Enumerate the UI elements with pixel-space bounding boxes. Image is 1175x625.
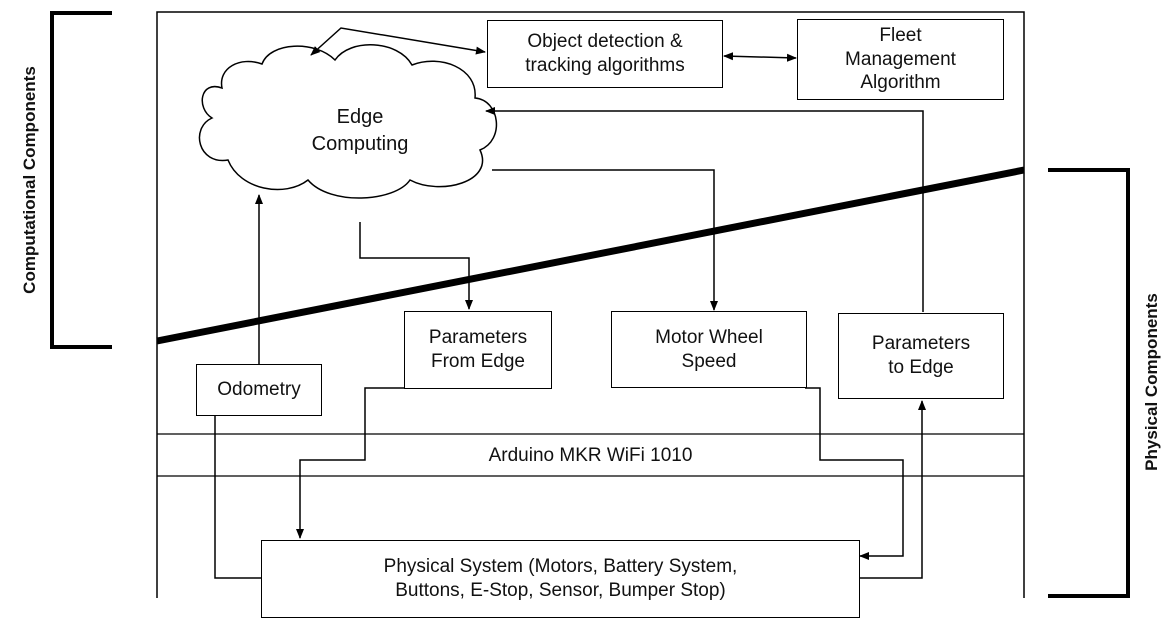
arrow-motor-physical (805, 387, 904, 560)
boundary-line (156, 166, 1025, 345)
arrow-object-fleet (723, 52, 797, 62)
left-bracket (50, 11, 112, 349)
params-from-edge-box: Parameters From Edge (404, 311, 552, 389)
physical-components-label: Physical Components (1142, 293, 1161, 471)
arrow-physical-params-to-edge (860, 400, 926, 579)
arrow-params-from-edge-physical (296, 387, 404, 539)
right-bracket (1048, 168, 1130, 598)
arduino-band-label: Arduino MKR WiFi 1010 (488, 445, 693, 466)
edge-computing-label: Edge Computing (311, 106, 409, 155)
params-to-edge-box: Parameters to Edge (838, 313, 1004, 399)
main-frame (156, 11, 1025, 598)
computational-components-label: Computational Components (20, 66, 39, 294)
arrow-physical-odometry (214, 391, 265, 579)
odometry-box: Odometry (196, 364, 322, 416)
arrow-cloud-params-from-edge (359, 222, 473, 310)
fleet-management-box: Fleet Management Algorithm (797, 19, 1004, 100)
object-detection-box: Object detection & tracking algorithms (487, 20, 723, 88)
arrow-cloud-motor (492, 169, 718, 311)
motor-wheel-speed-box: Motor Wheel Speed (611, 311, 807, 388)
arrow-params-to-edge-cloud (485, 107, 924, 312)
arrow-cloud-object-detection (310, 27, 486, 56)
physical-system-box: Physical System (Motors, Battery System,… (261, 540, 860, 618)
